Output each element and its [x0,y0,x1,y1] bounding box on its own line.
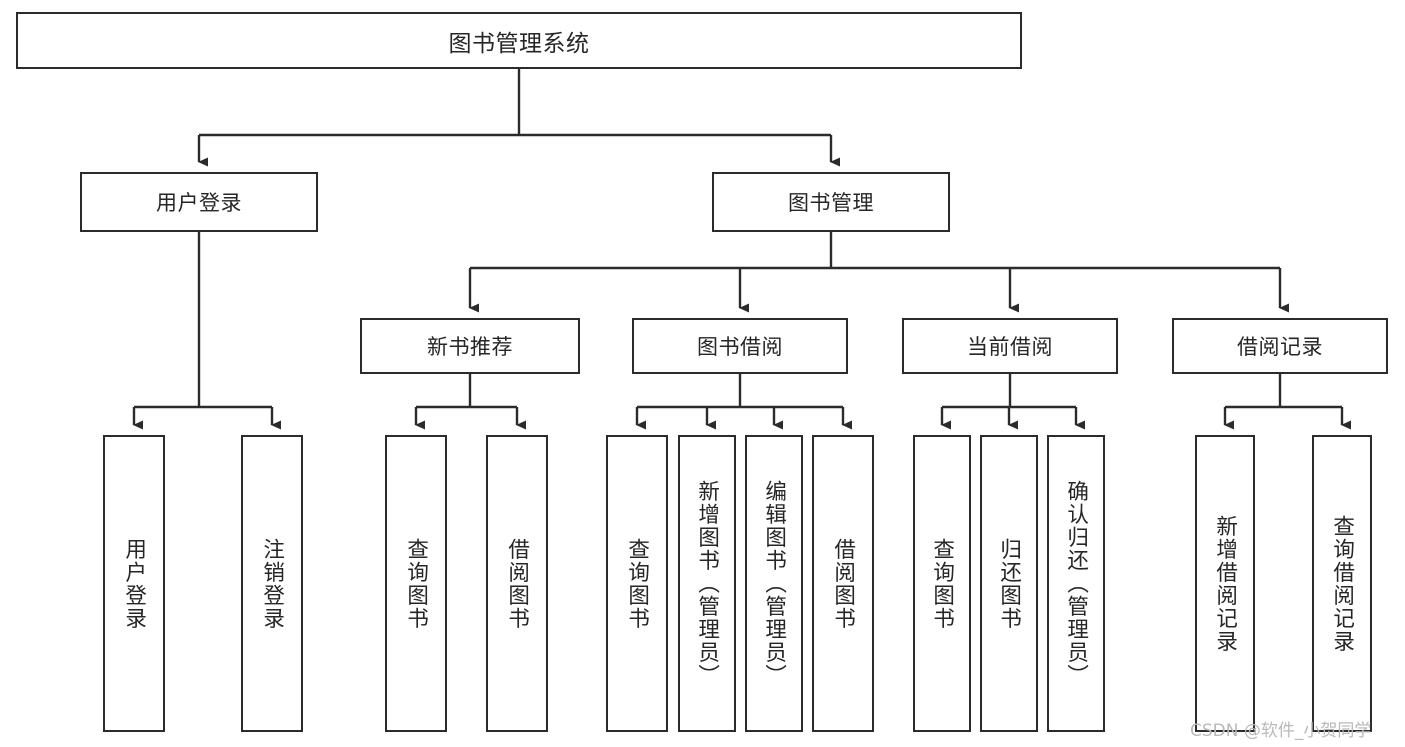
node-leaf-query-book-3[interactable]: 查询图书 [913,435,971,732]
node-leaf-user-logout-label: 注销登录 [259,537,285,630]
node-leaf-add-book[interactable]: 新增图书（管理员） [678,435,736,732]
node-leaf-add-borrow-record[interactable]: 新增借阅记录 [1195,435,1255,732]
node-root-label: 图书管理系统 [448,30,590,57]
node-leaf-borrow-book-1[interactable]: 借阅图书 [486,435,548,732]
edge-borrow-record-to-leaves [1223,374,1351,430]
edge-book-borrow-to-leaves [635,374,852,430]
node-leaf-user-logout[interactable]: 注销登录 [241,435,303,732]
node-leaf-query-book-3-label: 查询图书 [929,537,955,630]
node-leaf-user-login[interactable]: 用户登录 [103,435,165,732]
node-user-login-label: 用户登录 [156,191,242,215]
node-root[interactable]: 图书管理系统 [16,12,1022,69]
node-borrow-record[interactable]: 借阅记录 [1172,318,1388,374]
node-new-book-recommend[interactable]: 新书推荐 [360,318,580,374]
node-leaf-borrow-book-2-label: 借阅图书 [830,537,856,630]
node-new-book-recommend-label: 新书推荐 [427,335,513,359]
node-book-borrow-label: 图书借阅 [697,335,783,359]
edge-root-to-bus [197,69,840,167]
node-book-management[interactable]: 图书管理 [712,172,950,232]
node-leaf-edit-book-label: 编辑图书（管理员） [761,480,787,687]
node-book-management-label: 图书管理 [788,191,874,215]
node-leaf-query-borrow-record-label: 查询借阅记录 [1329,514,1355,653]
node-leaf-return-book[interactable]: 归还图书 [980,435,1038,732]
node-leaf-confirm-return-label: 确认归还（管理员） [1063,480,1089,687]
node-user-login[interactable]: 用户登录 [80,172,318,232]
edge-current-borrow-to-leaves [940,374,1085,430]
node-leaf-query-book-1[interactable]: 查询图书 [385,435,447,732]
node-leaf-query-book-2[interactable]: 查询图书 [606,435,668,732]
edge-user-login-to-leaves [132,232,281,430]
node-leaf-query-book-2-label: 查询图书 [624,537,650,630]
node-leaf-query-borrow-record[interactable]: 查询借阅记录 [1312,435,1372,732]
csdn-watermark: CSDN @软件_小贺同学 [1190,721,1372,741]
node-leaf-confirm-return[interactable]: 确认归还（管理员） [1047,435,1105,732]
node-borrow-record-label: 借阅记录 [1237,335,1323,359]
node-leaf-return-book-label: 归还图书 [996,537,1022,630]
node-leaf-query-book-1-label: 查询图书 [403,537,429,630]
node-book-borrow[interactable]: 图书借阅 [632,318,848,374]
node-leaf-borrow-book-1-label: 借阅图书 [504,537,530,630]
node-leaf-add-book-label: 新增图书（管理员） [694,480,720,687]
edge-new-book-recommend-to-leaves [414,374,526,430]
node-leaf-add-borrow-record-label: 新增借阅记录 [1212,514,1238,653]
node-current-borrow-label: 当前借阅 [967,335,1053,359]
node-current-borrow[interactable]: 当前借阅 [902,318,1118,374]
node-leaf-borrow-book-2[interactable]: 借阅图书 [812,435,874,732]
node-leaf-edit-book[interactable]: 编辑图书（管理员） [745,435,803,732]
node-leaf-user-login-label: 用户登录 [121,537,147,630]
edge-book-management-to-children [468,232,1289,313]
